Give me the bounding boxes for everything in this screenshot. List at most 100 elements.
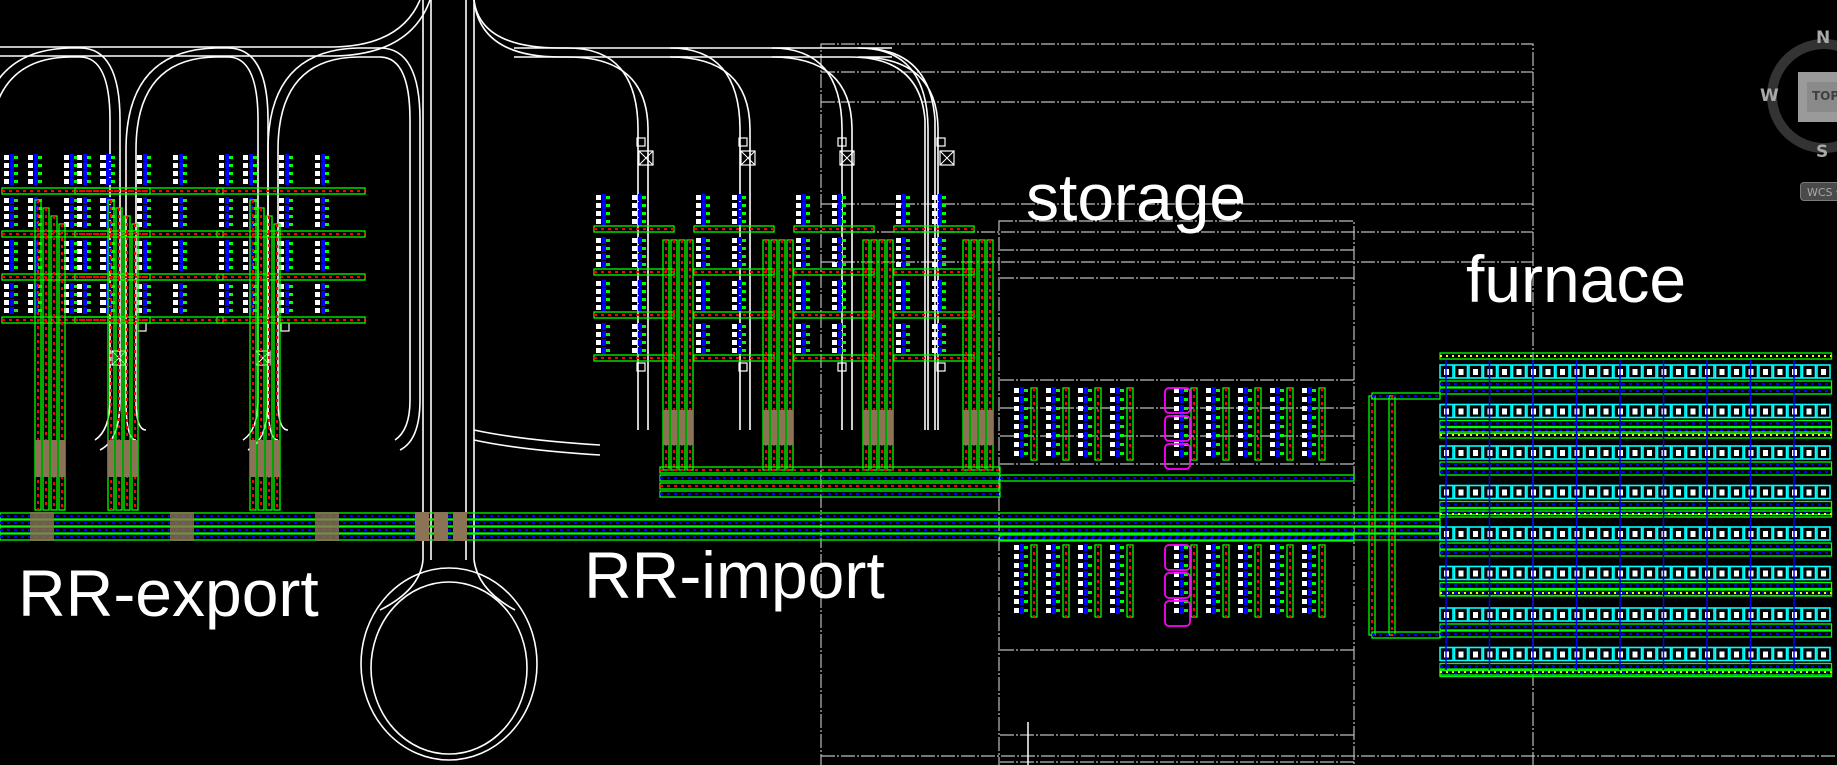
chest [243, 284, 248, 289]
chest [28, 308, 33, 313]
inserter [325, 293, 329, 296]
furnace [1758, 445, 1773, 460]
inserter [1276, 589, 1280, 596]
inserter [938, 339, 942, 346]
compass-west[interactable]: W [1760, 86, 1779, 106]
furnace [1801, 646, 1817, 662]
chest [1174, 397, 1179, 402]
chest [315, 171, 320, 176]
inserter [1120, 425, 1124, 428]
inserter [842, 282, 846, 285]
chest [696, 246, 701, 251]
inserter [602, 202, 606, 209]
inserter [1248, 416, 1252, 419]
furnace-fire [1719, 450, 1725, 456]
chest [219, 265, 224, 270]
chest [896, 297, 901, 302]
furnace-fire [1545, 612, 1551, 618]
inserter [838, 296, 842, 303]
splitter [51, 440, 57, 477]
furnace [1729, 607, 1744, 622]
inserter [1184, 416, 1188, 419]
inserter [325, 215, 329, 218]
splitter [250, 440, 256, 477]
viewcube[interactable]: TOP N W S [1752, 28, 1837, 168]
inserter [111, 215, 115, 218]
inserter [38, 223, 42, 226]
belt [793, 268, 875, 276]
inserter [1052, 598, 1056, 605]
inserter [147, 172, 151, 175]
chest [219, 241, 224, 246]
inserter [1308, 589, 1312, 596]
furnace-fire [1545, 489, 1551, 496]
inserter [289, 285, 293, 288]
inserter [1280, 434, 1284, 437]
inserter [1276, 598, 1280, 605]
train-stop-icon [740, 150, 756, 166]
furnace [1584, 484, 1599, 500]
label-rr-export: RR-export [18, 556, 319, 630]
inserter [1084, 562, 1088, 569]
inserter [1180, 387, 1184, 394]
inserter [1084, 414, 1088, 421]
inserter [70, 248, 74, 255]
inserter [70, 213, 74, 220]
furnace [1714, 403, 1730, 419]
inserter [34, 283, 38, 290]
inserter [1248, 425, 1252, 428]
chest [243, 206, 248, 211]
chest [64, 241, 69, 246]
inserter [642, 325, 646, 328]
furnace [1584, 565, 1599, 581]
furnace-fire [1647, 489, 1652, 496]
inserter [902, 296, 906, 303]
inserter [842, 204, 846, 207]
inserter [1056, 546, 1060, 549]
inserter [638, 237, 642, 244]
inserter [1120, 416, 1124, 419]
inserter [147, 164, 151, 167]
chest [732, 340, 737, 345]
inserter [1052, 580, 1056, 587]
furnace-fire [1763, 408, 1768, 415]
inserter [1312, 564, 1316, 567]
wcs-menu[interactable]: WCS ▼ [1800, 182, 1837, 201]
inserter [1084, 598, 1088, 605]
chest [1046, 397, 1051, 402]
inserter [938, 347, 942, 354]
inserter [642, 298, 646, 301]
compass-north[interactable]: N [1816, 28, 1831, 48]
inserter [229, 293, 233, 296]
inserter [1180, 562, 1184, 569]
inserter [1056, 573, 1060, 576]
chest [243, 155, 248, 160]
compass-south[interactable]: S [1816, 142, 1829, 162]
chest [64, 265, 69, 270]
main-belt-bus [0, 512, 1441, 541]
furnace [1685, 607, 1701, 622]
inserter [107, 205, 111, 212]
inserter [1280, 573, 1284, 576]
inserter [249, 299, 253, 306]
viewcube-top-face[interactable]: TOP [1798, 72, 1837, 122]
inserter [1280, 407, 1284, 410]
chest [101, 222, 106, 227]
inserter [1052, 387, 1056, 394]
inserter [83, 162, 87, 169]
chest [137, 284, 142, 289]
chest [896, 340, 901, 345]
furnace-fire [1458, 651, 1464, 658]
chest [732, 262, 737, 267]
chest [896, 281, 901, 286]
inserter [706, 247, 710, 250]
inserter [1088, 434, 1092, 437]
chest [632, 305, 637, 310]
furnace-fire [1603, 612, 1609, 618]
inserter [1212, 405, 1216, 412]
chest [1014, 406, 1019, 411]
inserter [642, 333, 646, 336]
chest [732, 289, 737, 294]
inserter [806, 349, 810, 352]
